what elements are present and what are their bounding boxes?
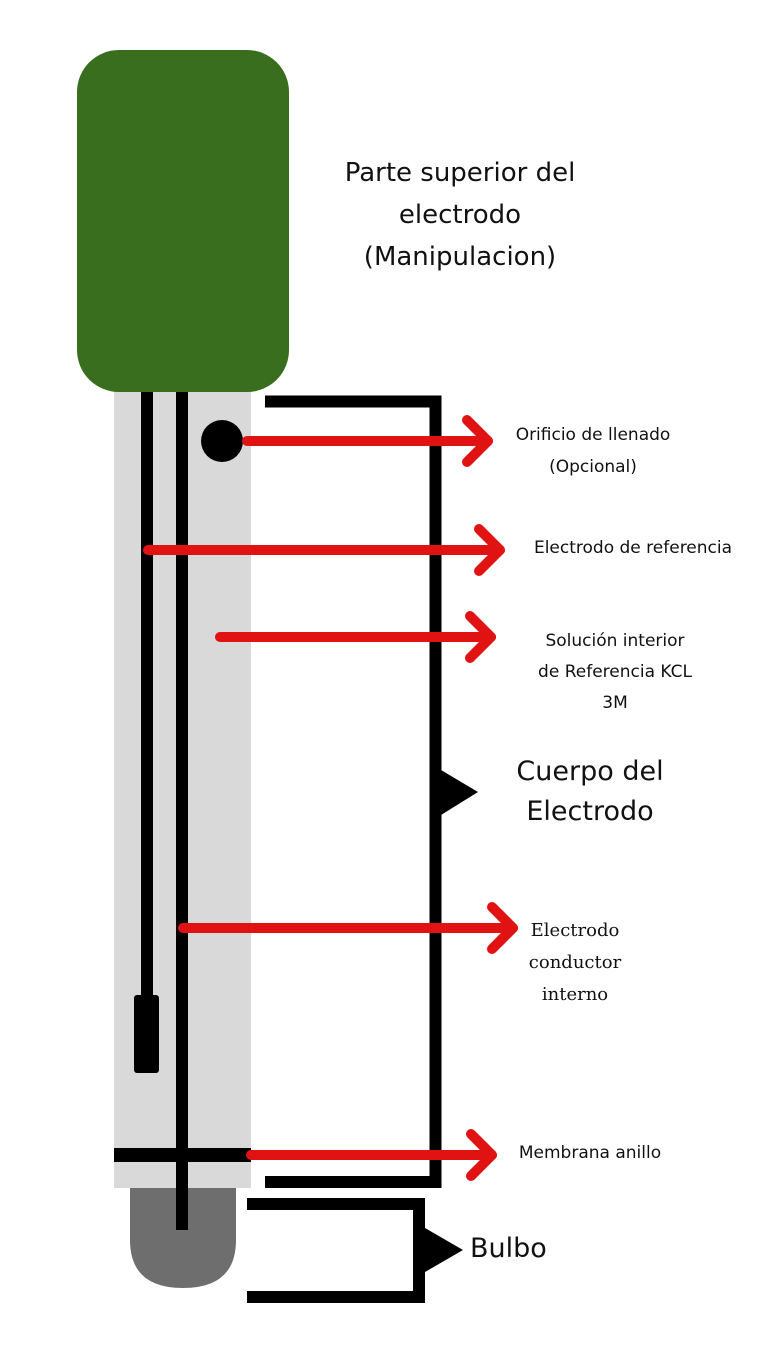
inner-conductor-wire xyxy=(176,392,188,1230)
body-bracket xyxy=(265,395,442,1188)
label-body: Cuerpo del Electrodo xyxy=(516,756,664,827)
label-reference: Electrodo de referencia xyxy=(533,538,733,558)
arrow-solution xyxy=(215,611,496,663)
label-solution: Solución interior de Referencia KCL 3M xyxy=(538,631,692,713)
arrow-membrane xyxy=(246,1129,497,1181)
electrode-bulb xyxy=(130,1188,236,1288)
reference-wire xyxy=(141,392,153,1012)
bulb-bracket-pointer xyxy=(425,1228,463,1272)
label-bulb: Bulbo xyxy=(470,1233,547,1264)
label-top: Parte superior del electrodo (Manipulaci… xyxy=(344,158,576,272)
reference-element xyxy=(134,995,159,1073)
label-fill-hole: Orificio de llenado (Opcional) xyxy=(515,425,671,477)
electrode-handle xyxy=(77,50,289,392)
arrow-conductor xyxy=(178,902,518,954)
bulb-bracket xyxy=(247,1198,425,1303)
body-bracket-pointer xyxy=(441,770,478,815)
label-conductor: Electrodo conductor interno xyxy=(528,920,622,1005)
arrow-reference xyxy=(143,524,505,576)
arrow-fill-hole xyxy=(242,415,493,467)
fill-hole xyxy=(201,420,243,462)
label-membrane: Membrana anillo xyxy=(518,1143,662,1163)
membrane-ring xyxy=(114,1148,251,1162)
